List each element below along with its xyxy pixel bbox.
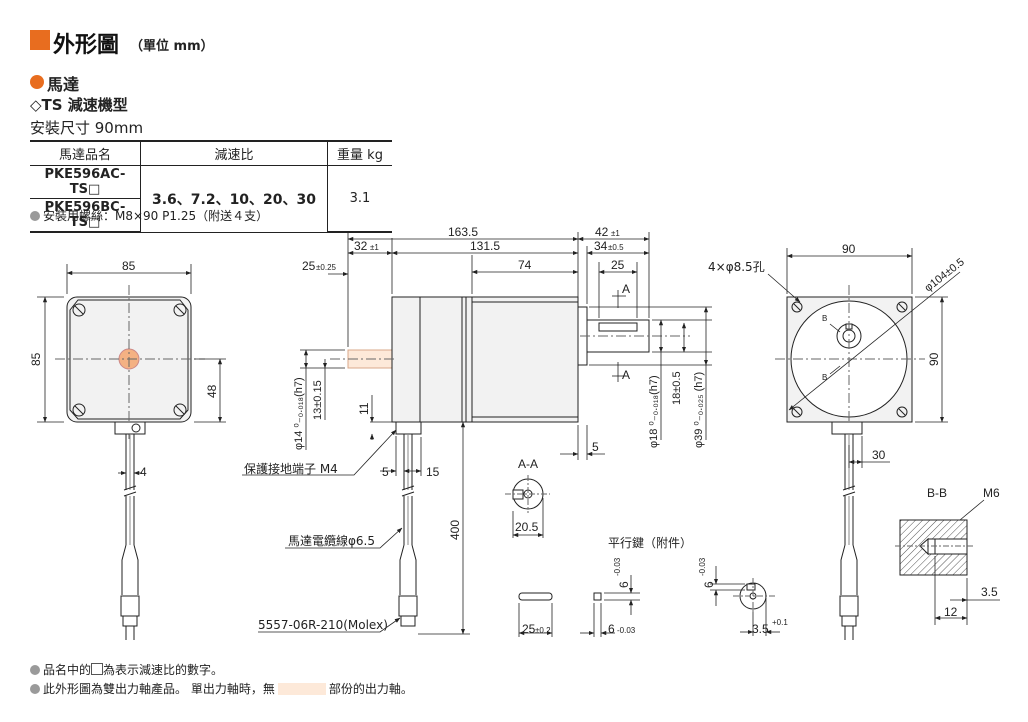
thread-label: M6 — [983, 486, 1000, 500]
placeholder-box-icon — [91, 663, 104, 675]
footnote-2: 此外形圖為雙出力軸產品。 單出力軸時，無部份的出力軸。 — [30, 680, 413, 697]
dim-phi18: φ18 ⁰₋₀.₀₁₈(h7) — [648, 375, 660, 448]
dim-18: 18±0.5 — [671, 371, 683, 405]
dim-85-width: 85 — [122, 259, 136, 273]
dim-phi14: φ14 ⁰₋₀.₀₁₈(h7) — [293, 377, 305, 450]
dim-90-width: 90 — [842, 242, 856, 256]
screw-note: 安裝用螺絲：M8×90 P1.25（附送４支） — [30, 207, 268, 224]
shaft-dim-6: 6 — [702, 581, 716, 588]
table-header-row: 馬達品名 減速比 重量 kg — [30, 140, 392, 166]
dim-4: 4 — [140, 465, 147, 479]
cell-ratio: 3.6、7.2、10、20、30 — [140, 165, 328, 233]
shaft-dim-3-5: 3.5 — [752, 622, 769, 636]
cell-weight: 3.1 — [327, 165, 392, 233]
dim-163-5: 163.5 — [448, 225, 478, 239]
side-view-dimensions — [242, 232, 712, 635]
dim-32: 32 — [354, 239, 368, 253]
mount-size: 安裝尺寸 90mm — [30, 119, 144, 137]
col-header-name: 馬達品名 — [30, 140, 141, 166]
section-mark-a-top: A — [622, 282, 630, 296]
bullet-icon — [30, 684, 40, 694]
dim-25-left-tol: ±0.25 — [316, 263, 337, 272]
shaft-key-section — [710, 566, 780, 636]
unit-label: （單位 mm） — [130, 39, 214, 54]
flange-front-view — [775, 285, 925, 640]
motor-side-view — [330, 296, 690, 627]
dim-phi39: φ39 ⁰₋₀.₀₂₅ (h7) — [693, 372, 705, 448]
key-dim-6-tol: -0.03 — [617, 626, 636, 635]
dim-11: 11 — [357, 402, 371, 415]
title-marker — [30, 30, 50, 50]
section-bb — [895, 499, 1000, 625]
key-dim-6: 6 — [608, 622, 615, 636]
dim-34: 34 — [594, 239, 608, 253]
dim-131-5: 131.5 — [470, 239, 500, 253]
spec-table: 馬達品名 減速比 重量 kg PKE596AC-TS□ 3.6、7.2、10、2… — [30, 140, 392, 233]
dim-85-height: 85 — [29, 352, 43, 366]
shaft-color-swatch — [277, 683, 326, 695]
section-marker — [30, 75, 44, 89]
motor-back-view — [55, 285, 205, 640]
key-dim-25: 25 — [522, 622, 536, 636]
key-dim-6-vertical: 6 — [617, 581, 631, 588]
section-mark-b-top: B — [822, 314, 827, 323]
key-dim-25-tol: ±0.2 — [535, 626, 551, 635]
dim-42: 42 — [595, 225, 609, 239]
dim-48: 48 — [205, 384, 219, 398]
ground-terminal-label: 保護接地端子 M4 — [244, 461, 338, 476]
bullet-icon — [30, 211, 40, 221]
dim-30: 30 — [872, 448, 886, 462]
dim-90-height: 90 — [927, 352, 941, 366]
key-dim-6-vertical-tol: -0.03 — [613, 557, 622, 576]
pcd-label: φ104±0.5 — [922, 256, 966, 294]
shaft-dim-3-5-tol: +0.1 — [772, 618, 788, 627]
dim-5: 5 — [382, 465, 389, 479]
dim-74: 74 — [518, 258, 532, 272]
section-aa — [505, 475, 550, 538]
cell-name: PKE596BC-TS□ — [30, 198, 141, 233]
section-mark-a-bottom: A — [622, 368, 630, 382]
holes-label: 4×φ8.5孔 — [708, 260, 765, 274]
table-row: PKE596AC-TS□ 3.6、7.2、10、20、30 3.1 — [30, 165, 392, 233]
dim-34-tol: ±0.5 — [608, 243, 624, 252]
section-mark-b-bottom: B — [822, 373, 827, 382]
dim-5-right: 5 — [592, 440, 599, 454]
dim-15: 15 — [426, 465, 440, 479]
dim-42-tol: ±1 — [611, 229, 620, 238]
connector-label: 5557-06R-210(Molex) — [258, 618, 388, 632]
page-title: 外形圖 — [53, 33, 120, 58]
footnote-1: 品名中的為表示減速比的數字。 — [30, 661, 223, 678]
bullet-icon — [30, 665, 40, 675]
flange-dimensions — [767, 248, 961, 468]
dim-400: 400 — [448, 520, 462, 540]
section-title: 馬達 — [47, 75, 80, 94]
parallel-key — [518, 575, 640, 637]
bb-dim-12: 12 — [944, 605, 958, 619]
dim-13: 13±0.15 — [312, 380, 324, 420]
cable-label: 馬達電纜線φ6.5 — [288, 533, 375, 548]
col-header-ratio: 減速比 — [140, 140, 328, 166]
dim-20-5: 20.5 — [515, 520, 539, 534]
key-title: 平行鍵（附件） — [608, 535, 692, 550]
section-aa-title: A-A — [518, 457, 538, 471]
section-bb-title: B-B — [927, 486, 947, 500]
dim-32-tol: ±1 — [370, 243, 379, 252]
bb-dim-3-5: 3.5 — [981, 585, 998, 599]
subsection-title: ◇TS 減速機型 — [30, 96, 128, 114]
back-view-dimensions — [37, 264, 226, 476]
col-header-weight: 重量 kg — [327, 140, 392, 166]
dim-25-left: 25 — [302, 259, 316, 273]
cell-name: PKE596AC-TS□ — [30, 165, 141, 199]
shaft-dim-6-tol: -0.03 — [698, 557, 707, 576]
table-row: PKE596BC-TS□ — [30, 198, 392, 233]
dim-25-right: 25 — [611, 258, 625, 272]
